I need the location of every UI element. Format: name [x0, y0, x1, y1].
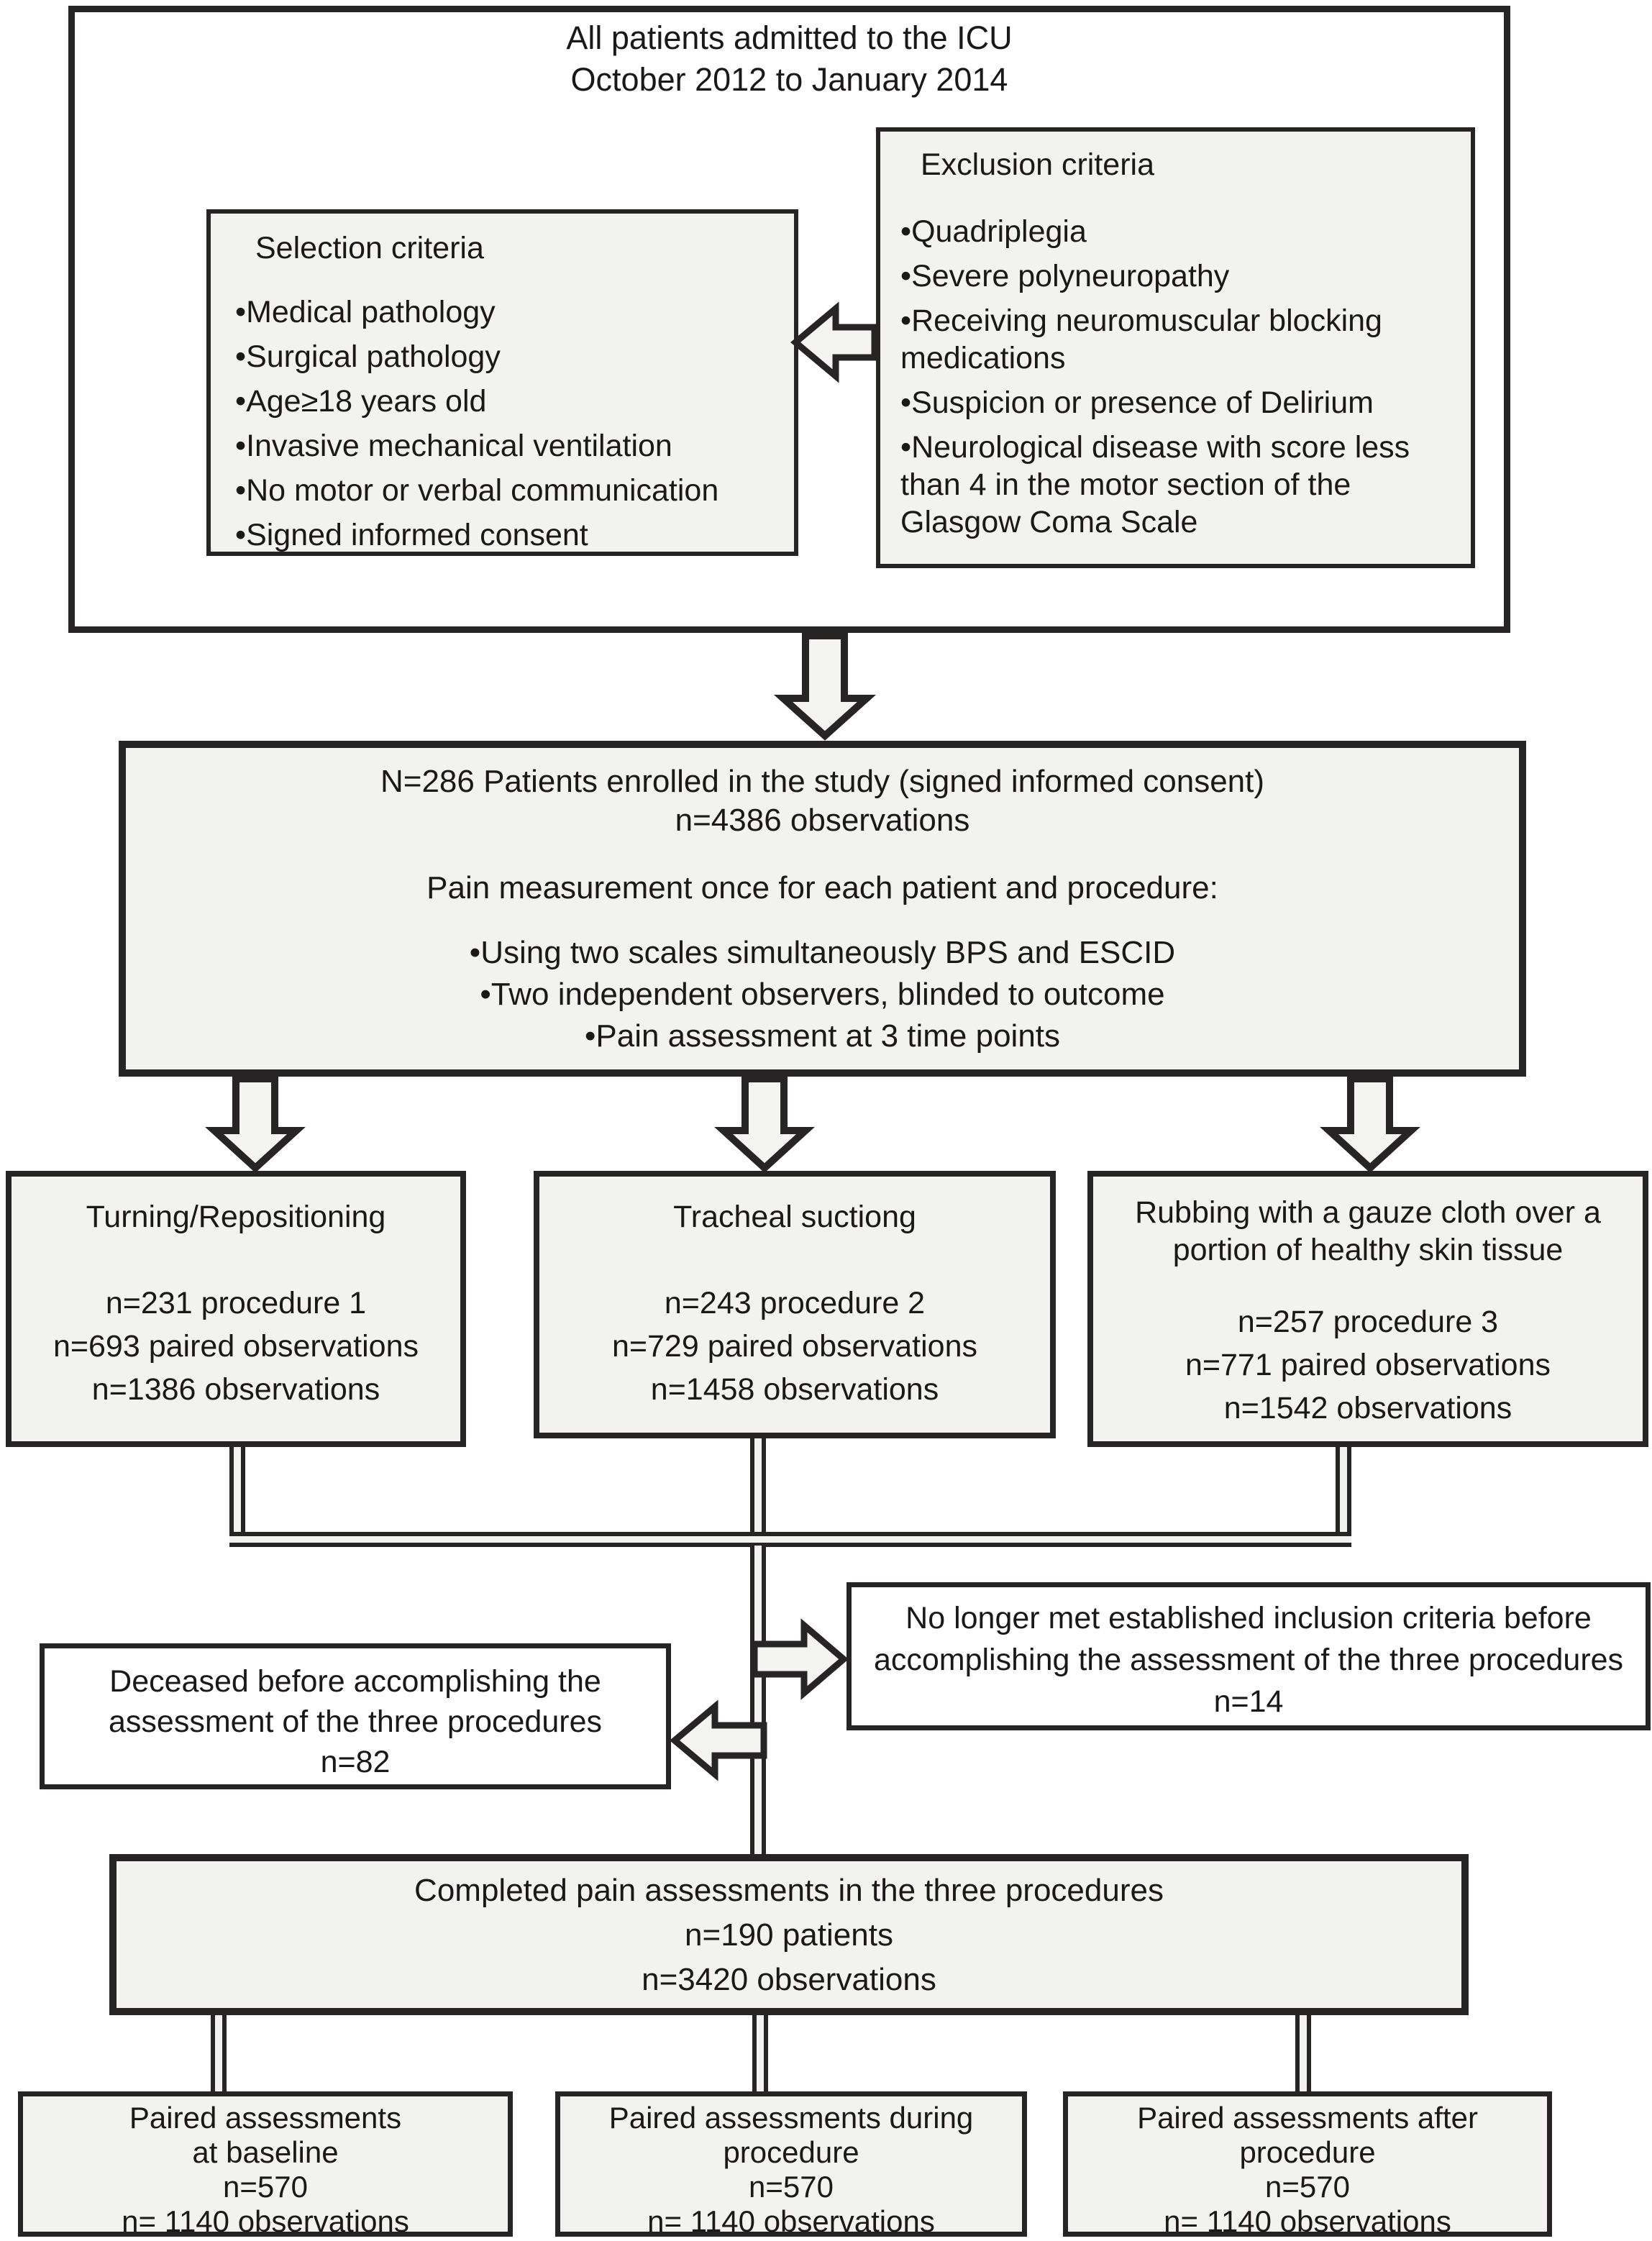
paired-line: n=570 [223, 2170, 308, 2204]
paired-line: Paired assessments during [608, 2101, 974, 2135]
paired-line: n=570 [1265, 2170, 1350, 2204]
procedure-title: Turning/Repositioning [86, 1200, 386, 1234]
deceased-line: Deceased before accomplishing the [109, 1664, 601, 1699]
enrollment-bullets: Using two scales simultaneously BPS and … [126, 932, 1519, 1057]
paired-line: n= 1140 observations [647, 2204, 935, 2238]
procedure-line: n=729 paired observations [611, 1329, 977, 1364]
deceased-box: Deceased before accomplishing the assess… [40, 1643, 671, 1789]
enrollment-subtitle: Pain measurement once for each patient a… [426, 870, 1218, 905]
enrollment-bullet: Two independent observers, blinded to ou… [126, 974, 1519, 1015]
connector-line [1336, 1447, 1351, 1533]
exclusion-item: Neurological disease with score less tha… [895, 429, 1462, 541]
no-longer-line: accomplishing the assessment of the thre… [873, 1643, 1624, 1677]
connector-junction-bar [229, 1532, 1351, 1547]
connector-line [750, 1438, 766, 1533]
deceased-line: n=82 [320, 1745, 391, 1779]
no-longer-line: n=14 [1213, 1684, 1284, 1719]
connector-line [750, 1546, 766, 1856]
paired-line: procedure [1239, 2135, 1376, 2169]
enrollment-bullet: Pain assessment at 3 time points [126, 1015, 1519, 1057]
exclusion-criteria-list: Quadriplegia Severe polyneuropathy Recei… [895, 213, 1462, 541]
selection-item: Signed informed consent [229, 516, 784, 554]
selection-item: Age≥18 years old [229, 383, 784, 420]
enrollment-line2: n=4386 observations [675, 803, 970, 838]
connector-line [211, 2014, 227, 2093]
procedure-title: Rubbing with a gauze cloth over a portio… [1135, 1195, 1601, 1267]
selection-criteria-list: Medical pathology Surgical pathology Age… [229, 293, 784, 554]
procedure-line: n=1458 observations [650, 1372, 939, 1407]
connector-line [229, 1447, 245, 1533]
no-longer-line: No longer met established inclusion crit… [905, 1601, 1592, 1635]
procedure-line: n=1542 observations [1223, 1391, 1512, 1425]
enrollment-box: N=286 Patients enrolled in the study (si… [119, 741, 1526, 1077]
down-arrow-icon [773, 632, 877, 741]
admitted-title-line: All patients admitted to the ICU [566, 19, 1013, 56]
procedure-line: n=771 paired observations [1185, 1348, 1551, 1382]
admitted-title-line: October 2012 to January 2014 [570, 61, 1008, 98]
selection-criteria-heading: Selection criteria [255, 231, 484, 265]
completed-line: n=3420 observations [642, 1962, 936, 1997]
completed-line: Completed pain assessments in the three … [414, 1873, 1164, 1908]
connector-line [752, 2014, 768, 2093]
procedure-line: n=243 procedure 2 [664, 1286, 926, 1320]
paired-line: Paired assessments after [1137, 2101, 1478, 2135]
paired-line: at baseline [192, 2135, 339, 2169]
selection-item: Surgical pathology [229, 338, 784, 375]
no-longer-met-criteria-box: No longer met established inclusion crit… [846, 1582, 1651, 1730]
exclusion-item: Quadriplegia [895, 213, 1462, 250]
procedure-line: n=693 paired observations [53, 1329, 419, 1364]
exclusion-item: Receiving neuromuscular blocking medicat… [895, 302, 1462, 377]
paired-during-box: Paired assessments during procedure n=57… [555, 2091, 1027, 2238]
completed-line: n=190 patients [685, 1917, 893, 1953]
paired-line: n= 1140 observations [122, 2204, 409, 2238]
paired-line: n=570 [749, 2170, 834, 2204]
selection-item: No motor or verbal communication [229, 472, 784, 509]
down-arrow-icon [205, 1075, 306, 1173]
paired-line: n= 1140 observations [1164, 2204, 1451, 2238]
procedure-box-turning: Turning/Repositioning n=231 procedure 1 … [6, 1171, 466, 1447]
down-arrow-icon [1320, 1075, 1420, 1173]
exclusion-criteria-heading: Exclusion criteria [921, 147, 1154, 182]
procedure-line: n=257 procedure 3 [1237, 1305, 1499, 1339]
selection-item: Invasive mechanical ventilation [229, 427, 784, 465]
right-arrow-icon [751, 1618, 849, 1700]
down-arrow-icon [714, 1075, 815, 1173]
paired-line: Paired assessments [129, 2101, 402, 2135]
procedure-box-rubbing: Rubbing with a gauze cloth over a portio… [1087, 1171, 1648, 1447]
exclusion-item: Suspicion or presence of Delirium [895, 384, 1462, 421]
enrollment-line1: N=286 Patients enrolled in the study (si… [380, 764, 1265, 799]
paired-line: procedure [723, 2135, 859, 2169]
selection-item: Medical pathology [229, 293, 784, 331]
completed-assessments-box: Completed pain assessments in the three … [109, 1854, 1469, 2015]
exclusion-item: Severe polyneuropathy [895, 257, 1462, 295]
selection-criteria-box: Selection criteria Medical pathology Sur… [206, 209, 798, 556]
procedure-title: Tracheal suctiong [673, 1200, 916, 1234]
connector-line [1295, 2014, 1311, 2093]
exclusion-criteria-box: Exclusion criteria Quadriplegia Severe p… [876, 127, 1475, 568]
deceased-line: assessment of the three procedures [109, 1704, 602, 1739]
paired-baseline-box: Paired assessments at baseline n=570 n= … [18, 2091, 513, 2238]
procedure-box-tracheal: Tracheal suctiong n=243 procedure 2 n=72… [534, 1171, 1056, 1438]
admitted-patients-title: All patients admitted to the ICU October… [68, 17, 1510, 101]
enrollment-bullet: Using two scales simultaneously BPS and … [126, 932, 1519, 974]
procedure-line: n=231 procedure 1 [105, 1286, 367, 1320]
procedure-line: n=1386 observations [91, 1372, 380, 1407]
paired-after-box: Paired assessments after procedure n=570… [1063, 2091, 1552, 2238]
